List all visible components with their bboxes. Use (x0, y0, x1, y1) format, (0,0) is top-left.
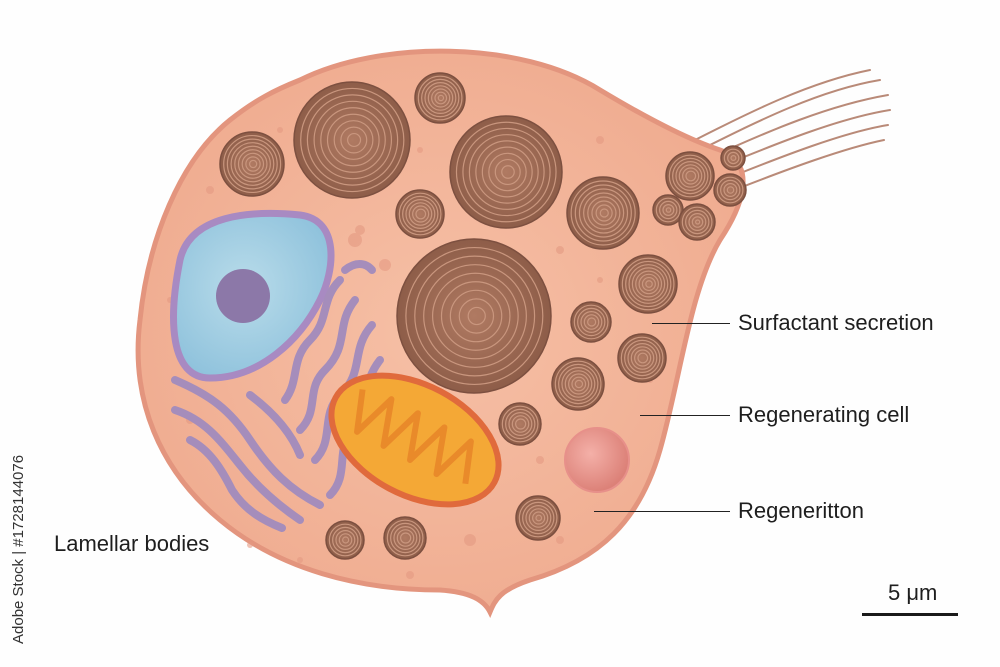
lamellar-body (652, 194, 684, 226)
lamellar-body (617, 333, 667, 383)
nucleolus (216, 269, 270, 323)
label-regenerating-cell: Regenerating cell (738, 402, 910, 427)
leader-line-regenerition (594, 511, 730, 512)
lamellar-body (713, 173, 747, 207)
label-surfactant-secretion: Surfactant secretion (738, 310, 934, 335)
lamellar-body (570, 301, 612, 343)
lamellar-body (383, 516, 427, 560)
lamellar-body (325, 520, 365, 560)
scale-bar (862, 613, 958, 616)
scale-bar-label: 5 μm (888, 580, 938, 605)
lamellar-body (395, 189, 445, 239)
mitochondrion (328, 372, 502, 508)
leader-line-surfactant (652, 323, 730, 324)
lamellar-body (551, 357, 605, 411)
stock-watermark: Adobe Stock | #1728144076 (6, 424, 30, 644)
leader-line-regenerating-cell (640, 415, 730, 416)
endoplasmic-reticulum (171, 260, 384, 532)
stock-watermark-text: Adobe Stock | #1728144076 (10, 454, 27, 644)
lamellar-body (665, 151, 715, 201)
lamellar-body (414, 72, 466, 124)
regenerating-vesicle (564, 427, 630, 493)
label-regenerition: Regeneritton (738, 498, 864, 523)
lamellar-bodies (219, 72, 747, 560)
lamellar-body (293, 81, 411, 199)
lamellar-body (678, 203, 716, 241)
lamellar-body (449, 115, 563, 229)
lamellar-body (219, 131, 285, 197)
lamellar-body (498, 402, 542, 446)
lamellar-body (515, 495, 561, 541)
label-lamellar-bodies: Lamellar bodies (54, 531, 210, 556)
lamellar-body (396, 238, 552, 394)
nucleus (170, 210, 335, 382)
lamellar-body (566, 176, 640, 250)
lamellar-body (720, 145, 746, 171)
lamellar-body (618, 254, 678, 314)
